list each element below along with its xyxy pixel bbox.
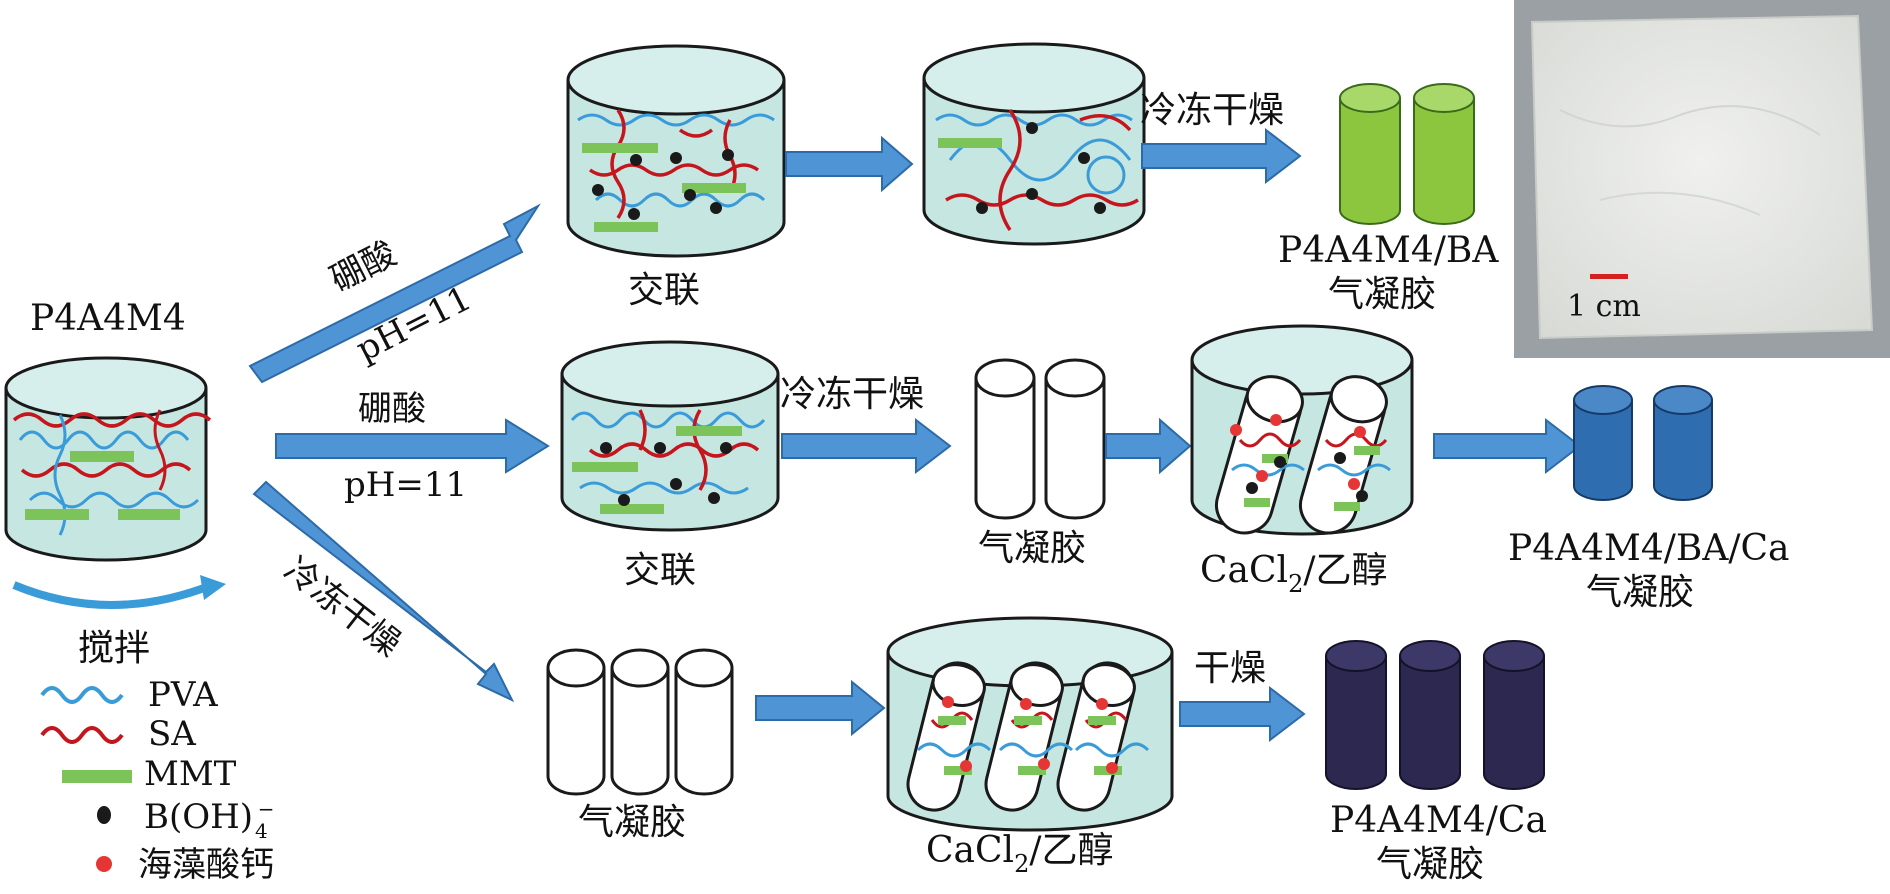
- mid-step-label: 冷冻干燥: [780, 374, 924, 415]
- red-dot-icon: [96, 856, 112, 872]
- scale-bar: [1590, 274, 1628, 279]
- bottom-diagonal-arrow: [252, 480, 515, 703]
- top-beaker-label: 交联: [628, 270, 700, 311]
- mid-bath-label: CaCl2/乙醇: [1200, 550, 1388, 598]
- legend: PVA SA MMT B(OH)4− 海藻酸钙: [40, 675, 275, 885]
- mid-beaker-label: 交联: [624, 550, 696, 591]
- stir-arrow: [12, 581, 214, 609]
- bottom-product-name: P4A4M4/Ca: [1330, 800, 1547, 841]
- bottom-step-label: 干燥: [1194, 648, 1266, 689]
- black-dot-icon: [97, 806, 111, 824]
- bottom-product-type: 气凝胶: [1376, 844, 1484, 885]
- mid-arrow-2: [1105, 417, 1192, 475]
- bottom-arrow-1: [755, 679, 886, 737]
- legend-label-mmt: MMT: [144, 754, 237, 794]
- start-polymer-chains: [12, 409, 212, 536]
- bottom-white-aerogels: [546, 648, 734, 796]
- arrow-to-top-beaker: [248, 203, 541, 384]
- scale-label: 1 cm: [1567, 289, 1641, 324]
- mid-crosslink-beaker: [560, 340, 780, 532]
- top-arrow-2: [1141, 127, 1302, 185]
- mid-product-name: P4A4M4/BA/Ca: [1508, 528, 1790, 569]
- mid-white-aerogels: [974, 358, 1106, 520]
- top-product-type: 气凝胶: [1328, 274, 1436, 315]
- legend-item-pva: PVA: [40, 675, 218, 715]
- mid-arrow-label-2: pH=11: [344, 465, 467, 505]
- mid-cacl2-bath: [1190, 324, 1414, 536]
- mid-arrow-0: [275, 418, 550, 474]
- bottom-cacl2-bath: [886, 616, 1174, 832]
- legend-item-borate: B(OH)4−: [97, 797, 275, 843]
- top-product-aerogels: [1339, 83, 1475, 225]
- mid-product-aerogels: [1573, 385, 1713, 501]
- bottom-arrow-label: 冷冻干燥: [276, 550, 408, 665]
- green-bar-icon: [62, 770, 132, 783]
- top-step-label: 冷冻干燥: [1140, 90, 1284, 131]
- top-product-name: P4A4M4/BA: [1278, 230, 1499, 271]
- legend-item-calcium-alginate: 海藻酸钙: [96, 845, 274, 885]
- start-label: P4A4M4: [30, 298, 186, 339]
- mid-arrow-label-1: 硼酸: [358, 389, 426, 429]
- legend-label-sa: SA: [148, 714, 196, 754]
- legend-label-pva: PVA: [148, 675, 218, 715]
- legend-label-borate: B(OH)4−: [144, 797, 275, 843]
- aerogel-photo: 1 cm: [1514, 0, 1890, 358]
- top-frozen-beaker: [922, 42, 1146, 246]
- route-top: 硼酸 pH=11 交联: [248, 42, 1499, 384]
- bottom-product-aerogels: [1325, 640, 1545, 790]
- legend-label-calcium-alginate: 海藻酸钙: [138, 845, 274, 885]
- top-arrow-label-1: 硼酸: [324, 234, 403, 301]
- top-arrow-1: [785, 135, 914, 193]
- red-wave-icon: [40, 726, 124, 744]
- bottom-bath-label: CaCl2/乙醇: [926, 830, 1114, 878]
- mid-aerogel-label: 气凝胶: [978, 528, 1086, 569]
- top-crosslink-beaker: [566, 44, 786, 258]
- route-mid: 硼酸 pH=11 交联 冷冻干燥: [275, 324, 1790, 613]
- mid-arrow-3: [1433, 417, 1582, 475]
- mid-arrow-1: [781, 417, 952, 475]
- stir-label: 搅拌: [78, 628, 150, 669]
- legend-item-sa: SA: [40, 714, 196, 754]
- mid-product-type: 气凝胶: [1586, 572, 1694, 613]
- start-beaker: P4A4M4 搅拌: [4, 298, 226, 669]
- blue-wave-icon: [40, 686, 124, 704]
- bottom-aerogel-label: 气凝胶: [578, 802, 686, 843]
- bottom-arrow-2: [1179, 685, 1306, 743]
- route-bottom: 冷冻干燥 气凝胶: [252, 480, 1547, 885]
- legend-item-mmt: MMT: [62, 754, 237, 794]
